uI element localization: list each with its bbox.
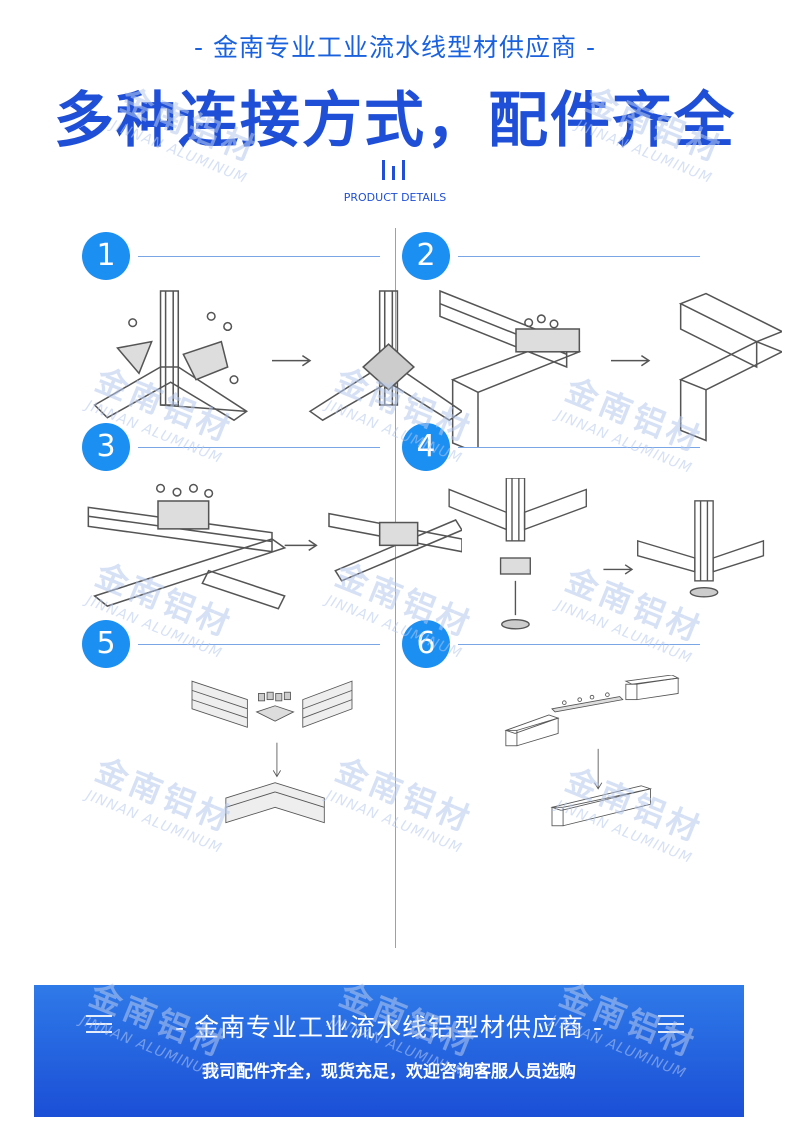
- inner-corner-plate-illustration: [191, 680, 353, 824]
- step-rule: [138, 447, 380, 448]
- foot-mount-connection-illustration: [448, 478, 765, 630]
- top-tagline: - 金南专业工业流水线型材供应商 -: [194, 33, 596, 62]
- step-rule: [458, 644, 700, 645]
- step-rule: [458, 256, 700, 257]
- step-number-badge: 3: [82, 423, 130, 471]
- step-rule: [138, 644, 380, 645]
- step-number-badge: 4: [402, 423, 450, 471]
- step-1: 1: [82, 232, 462, 422]
- center-divider: [395, 228, 396, 948]
- menu-lines-icon: [658, 1013, 684, 1035]
- step-rule: [138, 256, 380, 257]
- step-4: 4: [402, 423, 782, 630]
- step-rule: [458, 447, 700, 448]
- divider-bars-icon: [378, 160, 412, 182]
- corner-bracket-connection-illustration: [93, 290, 462, 422]
- footer-banner: - 金南专业工业流水线铝型材供应商 - 我司配件齐全，现货充足，欢迎咨询客服人员…: [34, 976, 744, 1117]
- footer-text: 我司配件齐全，现货充足，欢迎咨询客服人员选购: [202, 1062, 576, 1082]
- step-5: 5: [82, 620, 462, 824]
- page-title: 多种连接方式，配件齐全: [54, 86, 736, 156]
- section-subtitle: PRODUCT DETAILS: [343, 191, 447, 204]
- footer-title: - 金南专业工业流水线铝型材供应商 -: [175, 1013, 603, 1042]
- step-number-badge: 1: [82, 232, 130, 280]
- step-2: 2: [402, 232, 782, 447]
- step-number-badge: 5: [82, 620, 130, 668]
- step-6: 6: [402, 620, 782, 827]
- cross-connection-illustration: [87, 483, 462, 610]
- menu-lines-icon: [86, 1013, 112, 1035]
- right-angle-plate-connection-illustration: [439, 289, 782, 447]
- step-number-badge: 2: [402, 232, 450, 280]
- straight-joint-plate-illustration: [504, 675, 680, 827]
- step-3: 3: [82, 423, 462, 613]
- step-number-badge: 6: [402, 620, 450, 668]
